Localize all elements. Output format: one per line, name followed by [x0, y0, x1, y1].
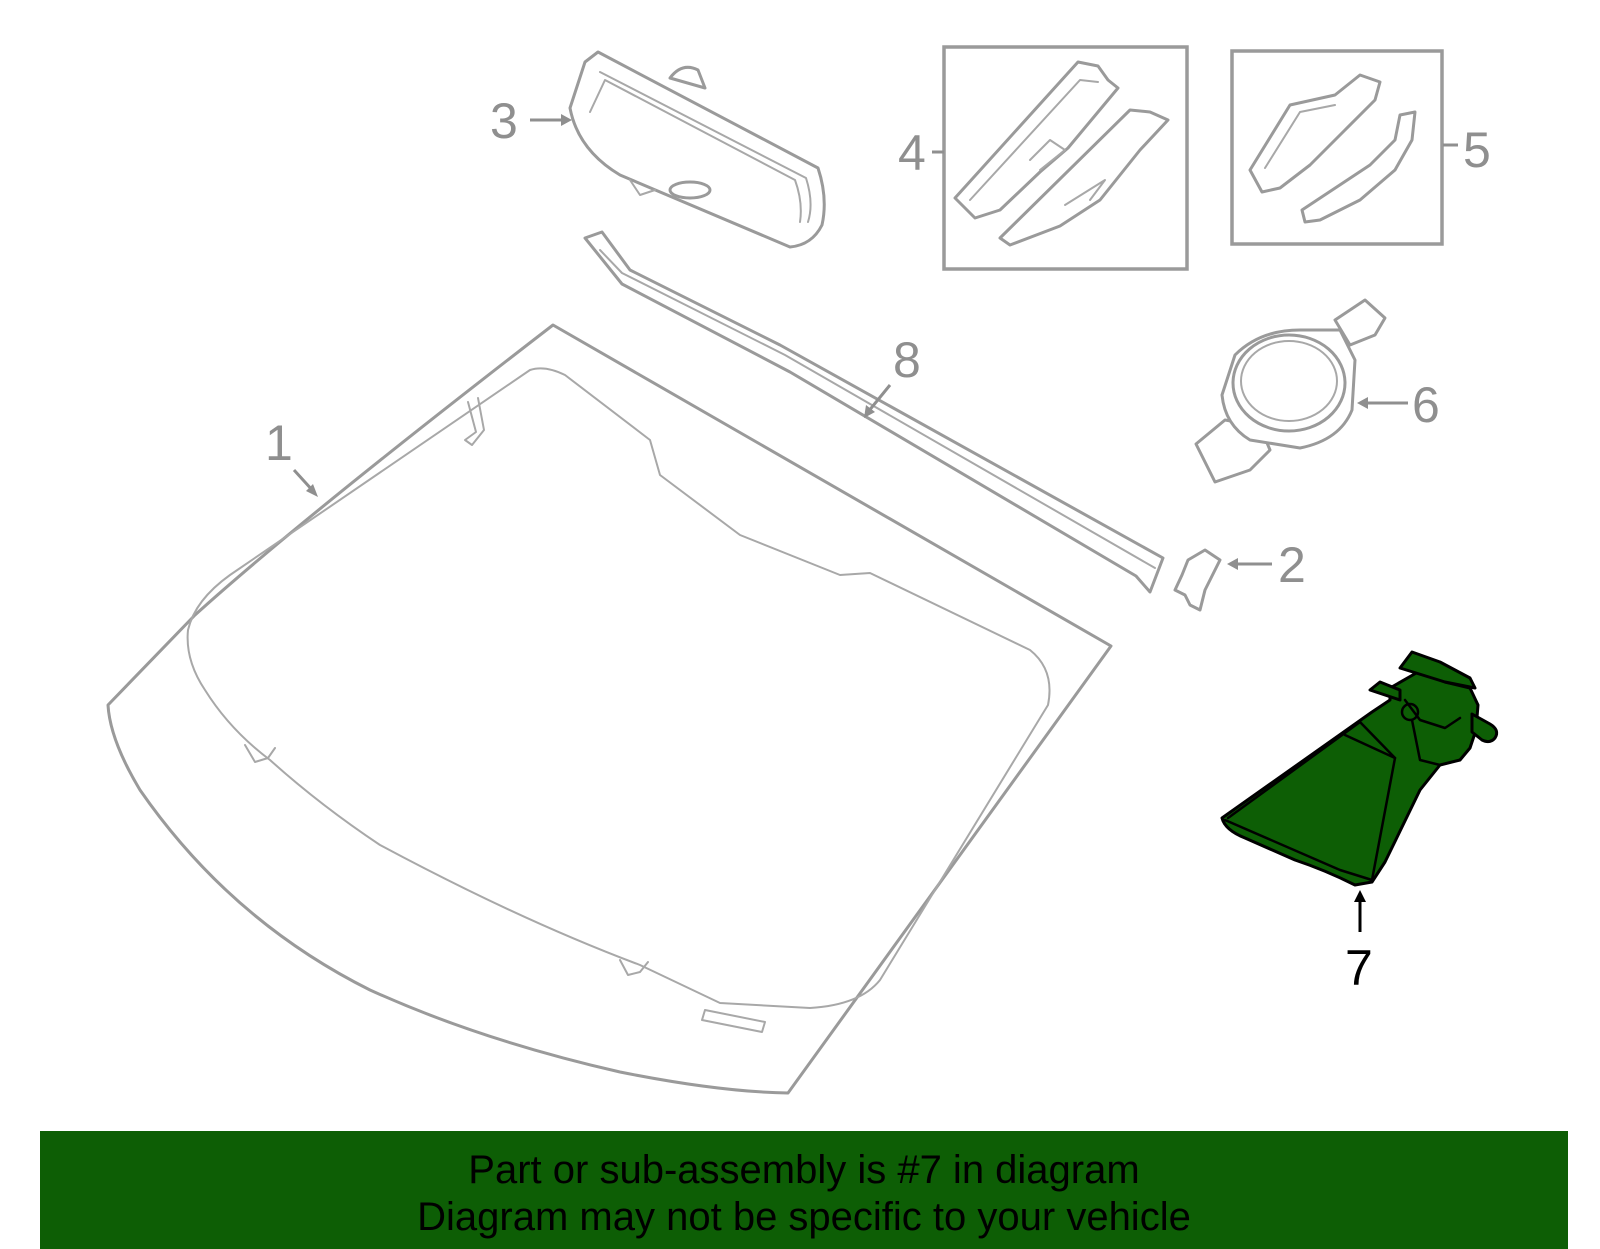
sensor-part-6 [1194, 298, 1387, 484]
callout-2: 2 [1278, 537, 1306, 593]
callout-arrows [292, 114, 1458, 932]
banner-line-part-number: Part or sub-assembly is #7 in diagram [468, 1148, 1140, 1192]
info-banner: Part or sub-assembly is #7 in diagram Di… [40, 1131, 1568, 1249]
callout-7: 7 [1345, 940, 1373, 996]
callout-8: 8 [893, 332, 921, 388]
mirror-part-3 [568, 50, 826, 249]
callout-5: 5 [1463, 122, 1491, 178]
bracket-box-part-4 [942, 45, 1189, 271]
banner-line-disclaimer: Diagram may not be specific to your vehi… [417, 1195, 1191, 1239]
clip-part-2 [1173, 548, 1222, 612]
callout-4: 4 [898, 125, 926, 181]
callout-6: 6 [1412, 377, 1440, 433]
camera-bracket-part-7 [1220, 650, 1499, 887]
callout-3: 3 [490, 93, 518, 149]
windshield-part-1 [106, 323, 1113, 1095]
callout-1: 1 [265, 415, 293, 471]
bracket-box-part-5 [1230, 49, 1444, 246]
